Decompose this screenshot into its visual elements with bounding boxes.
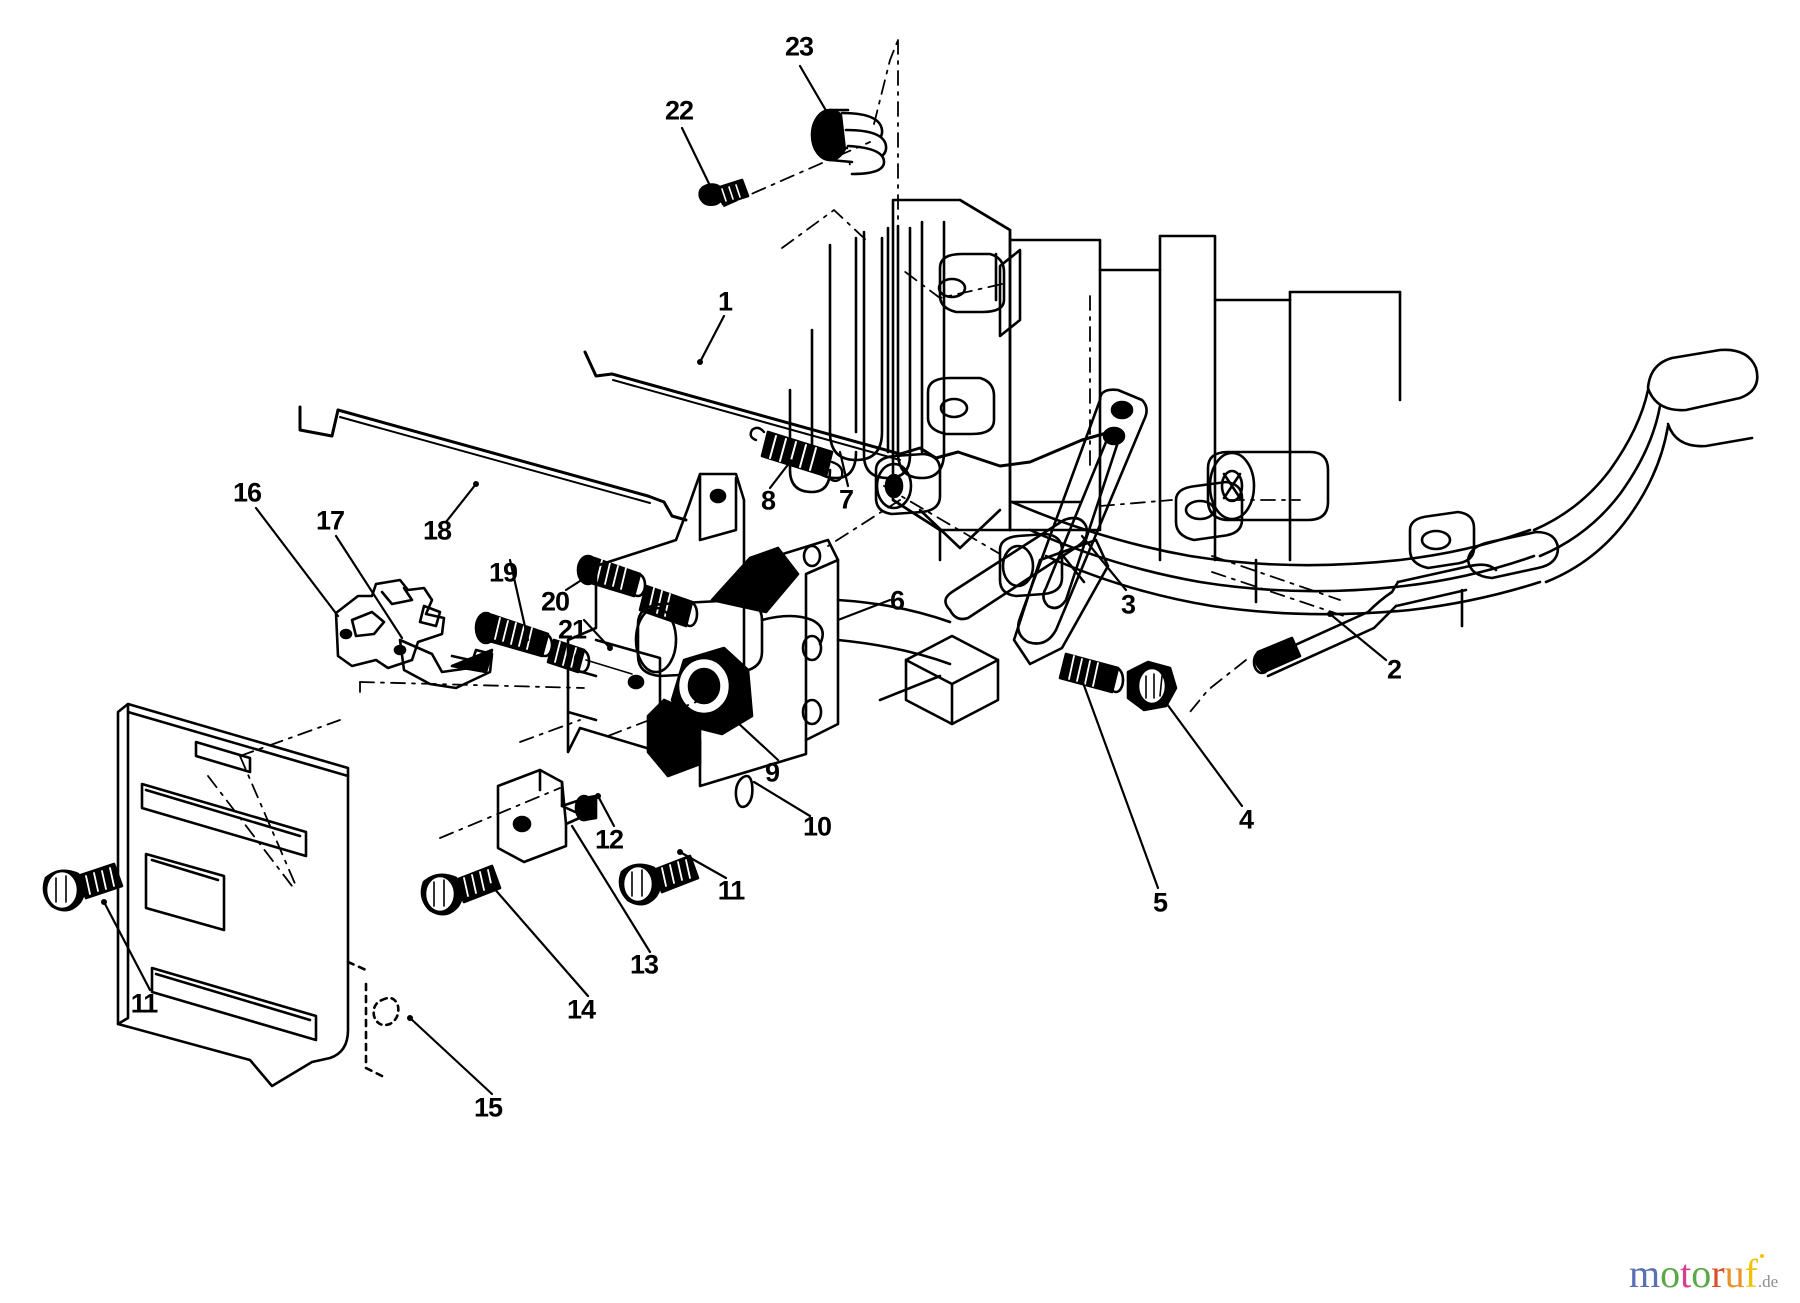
callout-19: 19 <box>488 557 518 588</box>
callout-1: 1 <box>717 286 733 317</box>
wm-tld: .de <box>1757 1272 1779 1291</box>
callout-10: 10 <box>802 811 832 842</box>
callout-2: 2 <box>1386 654 1402 685</box>
part-1-control-rod <box>583 350 1112 468</box>
shaft-cylinder <box>1206 450 1330 522</box>
callout-21: 21 <box>557 614 587 645</box>
part-22-screw <box>698 178 750 206</box>
part-21-bushing <box>546 638 633 675</box>
leader-endpoints <box>101 194 1333 1021</box>
part-19-bolt <box>474 611 554 658</box>
callout-11: 11 <box>717 875 746 906</box>
callout-15: 15 <box>473 1092 503 1123</box>
callout-23: 23 <box>784 31 814 62</box>
wm-letter-f: f <box>1744 1251 1758 1296</box>
part-18-rod <box>298 405 688 522</box>
part-7-9-10-cam-assembly <box>634 546 824 809</box>
part-16-17-latch-bracket <box>334 578 494 690</box>
callout-14: 14 <box>566 994 596 1025</box>
part-11-screw-center <box>618 854 700 906</box>
callout-8: 8 <box>760 485 776 516</box>
engine-lower-housing <box>1010 348 1759 628</box>
callout-17: 17 <box>315 505 345 536</box>
callout-4: 4 <box>1238 804 1254 835</box>
motoruf-watermark-logo: motoruf.de <box>1629 1252 1794 1300</box>
callout-18: 18 <box>422 515 452 546</box>
callout-20: 20 <box>540 586 570 617</box>
part-8-extension-spring <box>749 426 844 483</box>
part-12-spacer <box>574 794 598 822</box>
callout-7: 7 <box>838 484 854 515</box>
part-20-bolt <box>576 554 699 628</box>
wm-letter-m: m <box>1629 1251 1661 1296</box>
wm-letter-o2: o <box>1691 1251 1712 1296</box>
right-pivot-lever <box>836 388 1148 726</box>
assembly-centerlines <box>207 39 1345 887</box>
callout-9: 9 <box>764 757 780 788</box>
part-23-spring-grommet <box>810 108 888 176</box>
callout-16: 16 <box>232 477 262 508</box>
part-11-screw-left <box>42 862 124 912</box>
callout-5: 5 <box>1152 887 1168 918</box>
wm-letter-o1: o <box>1660 1251 1681 1296</box>
callout-13: 13 <box>629 949 659 980</box>
callout-3: 3 <box>1120 589 1136 620</box>
part-5-bolt <box>1058 652 1125 694</box>
callout-22: 22 <box>664 95 694 126</box>
callout-12: 12 <box>594 824 624 855</box>
callout-6: 6 <box>889 585 905 616</box>
wm-accent-dot <box>1760 1254 1764 1258</box>
callout-11-left: 11 <box>130 988 159 1019</box>
leader-lines <box>102 64 1388 1096</box>
part-15-side-plate <box>116 702 400 1088</box>
part-4-locknut <box>1126 660 1178 712</box>
part-2-handle-rod <box>1252 530 1560 678</box>
wm-letter-r: r <box>1711 1251 1725 1296</box>
wm-letter-u: u <box>1724 1251 1745 1296</box>
wm-letter-t: t <box>1680 1251 1692 1296</box>
part-14-screw <box>420 864 502 916</box>
